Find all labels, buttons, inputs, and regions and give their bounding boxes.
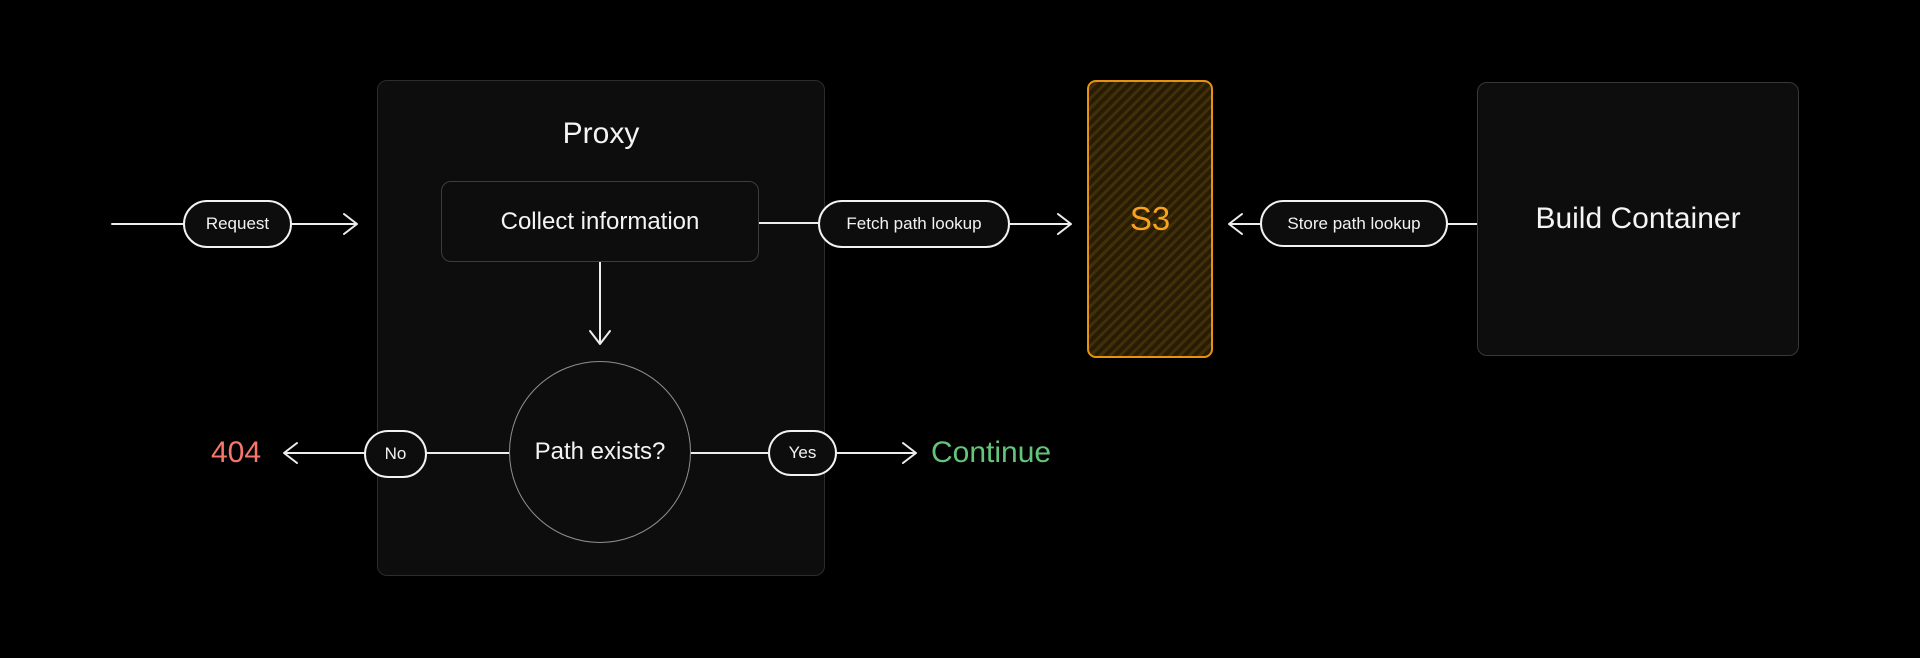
continue-outcome-label: Continue — [931, 436, 1052, 469]
path-exists-label: Path exists? — [534, 438, 666, 465]
request-edge-pill: Request — [183, 200, 292, 248]
collect-information-node: Collect information — [441, 181, 759, 262]
arrow-fetch-to-s3 — [1009, 213, 1072, 235]
no-branch-pill: No — [364, 430, 427, 478]
no-branch-label: No — [384, 444, 407, 463]
s3-node: S3 — [1087, 80, 1213, 358]
path-exists-decision-node: Path exists? — [509, 361, 691, 543]
request-edge-label: Request — [205, 214, 270, 233]
arrow-yes-to-continue — [835, 442, 917, 464]
s3-label: S3 — [1129, 200, 1171, 237]
build-container-label: Build Container — [1535, 202, 1741, 235]
arrow-no-to-404 — [283, 442, 365, 464]
store-path-lookup-edge-label: Store path lookup — [1287, 213, 1421, 233]
not-found-outcome-label: 404 — [211, 436, 262, 469]
build-container-node: Build Container — [1477, 82, 1799, 356]
proxy-title: Proxy — [562, 117, 640, 150]
store-path-lookup-edge-pill: Store path lookup — [1260, 200, 1448, 247]
arrow-collect-to-decision — [589, 258, 611, 345]
yes-branch-pill: Yes — [768, 430, 837, 476]
collect-information-label: Collect information — [500, 207, 700, 235]
arrow-request-to-proxy — [291, 213, 358, 235]
arrow-store-to-s3 — [1228, 213, 1261, 235]
fetch-path-lookup-edge-pill: Fetch path lookup — [818, 200, 1010, 248]
fetch-path-lookup-edge-label: Fetch path lookup — [846, 214, 982, 233]
yes-branch-label: Yes — [788, 443, 817, 462]
